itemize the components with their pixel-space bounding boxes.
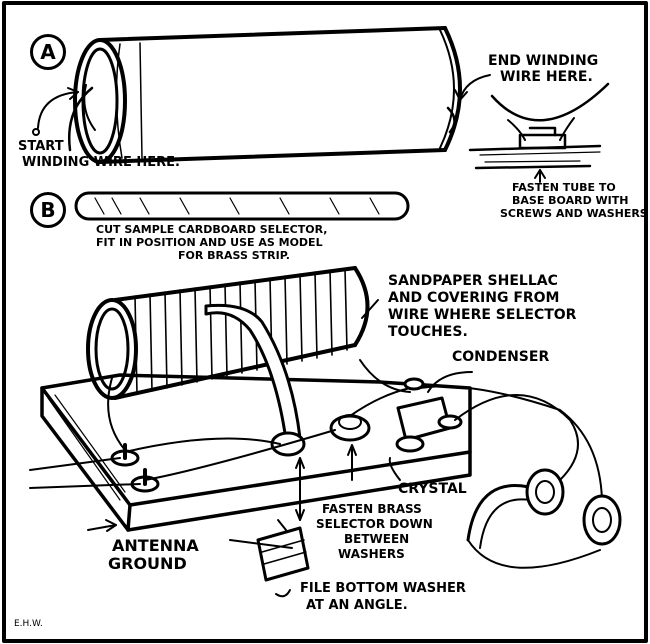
inset-detail xyxy=(468,82,610,183)
file-bottom-label-2: AT AN ANGLE. xyxy=(306,598,408,613)
sandpaper-label-4: TOUCHES. xyxy=(388,324,468,340)
sandpaper-label-1: SANDPAPER SHELLAC xyxy=(388,273,558,289)
fasten-brass-label-4: WASHERS xyxy=(338,547,405,561)
figure-b-marker: B xyxy=(30,192,66,228)
sandpaper-label-2: AND COVERING FROM xyxy=(388,290,560,306)
antenna-label: ANTENNA xyxy=(112,536,199,555)
fasten-tube-label-3: SCREWS AND WASHERS xyxy=(500,207,648,220)
cut-sample-label-2: FIT IN POSITION AND USE AS MODEL xyxy=(96,236,323,249)
end-winding-label-2: WIRE HERE. xyxy=(500,69,593,85)
fasten-tube-label-2: BASE BOARD WITH xyxy=(512,194,629,207)
end-arrow xyxy=(459,74,491,101)
cardboard-selector xyxy=(74,191,410,221)
start-arrow xyxy=(37,91,79,129)
crystal-label: CRYSTAL xyxy=(398,481,467,497)
start-winding-label-2: WINDING WIRE HERE. xyxy=(22,155,180,170)
cut-sample-label-3: FOR BRASS STRIP. xyxy=(178,249,290,262)
tube-a xyxy=(68,26,462,164)
selector-detail xyxy=(229,519,310,582)
end-winding-label-1: END WINDING xyxy=(488,53,599,69)
fasten-brass-label-2: SELECTOR DOWN xyxy=(316,517,433,531)
figure-a-marker: A xyxy=(30,34,66,70)
sandpaper-label-3: WIRE WHERE SELECTOR xyxy=(388,307,577,323)
fasten-brass-label-3: BETWEEN xyxy=(344,532,410,546)
fasten-brass-label-1: FASTEN BRASS xyxy=(322,502,422,516)
fasten-tube-label-1: FASTEN TUBE TO xyxy=(512,181,616,194)
wiring xyxy=(29,359,603,501)
artist-signature: E.H.W. xyxy=(14,619,43,629)
cut-sample-label-1: CUT SAMPLE CARDBOARD SELECTOR, xyxy=(96,223,328,236)
condenser-label: CONDENSER xyxy=(452,349,550,365)
file-bottom-label-1: FILE BOTTOM WASHER xyxy=(300,581,466,596)
label-arrows xyxy=(87,299,473,598)
headphones xyxy=(466,468,622,569)
ground-label: GROUND xyxy=(108,554,187,573)
start-winding-label-1: START xyxy=(18,139,64,154)
coil-tube xyxy=(86,266,370,400)
components xyxy=(110,377,463,493)
